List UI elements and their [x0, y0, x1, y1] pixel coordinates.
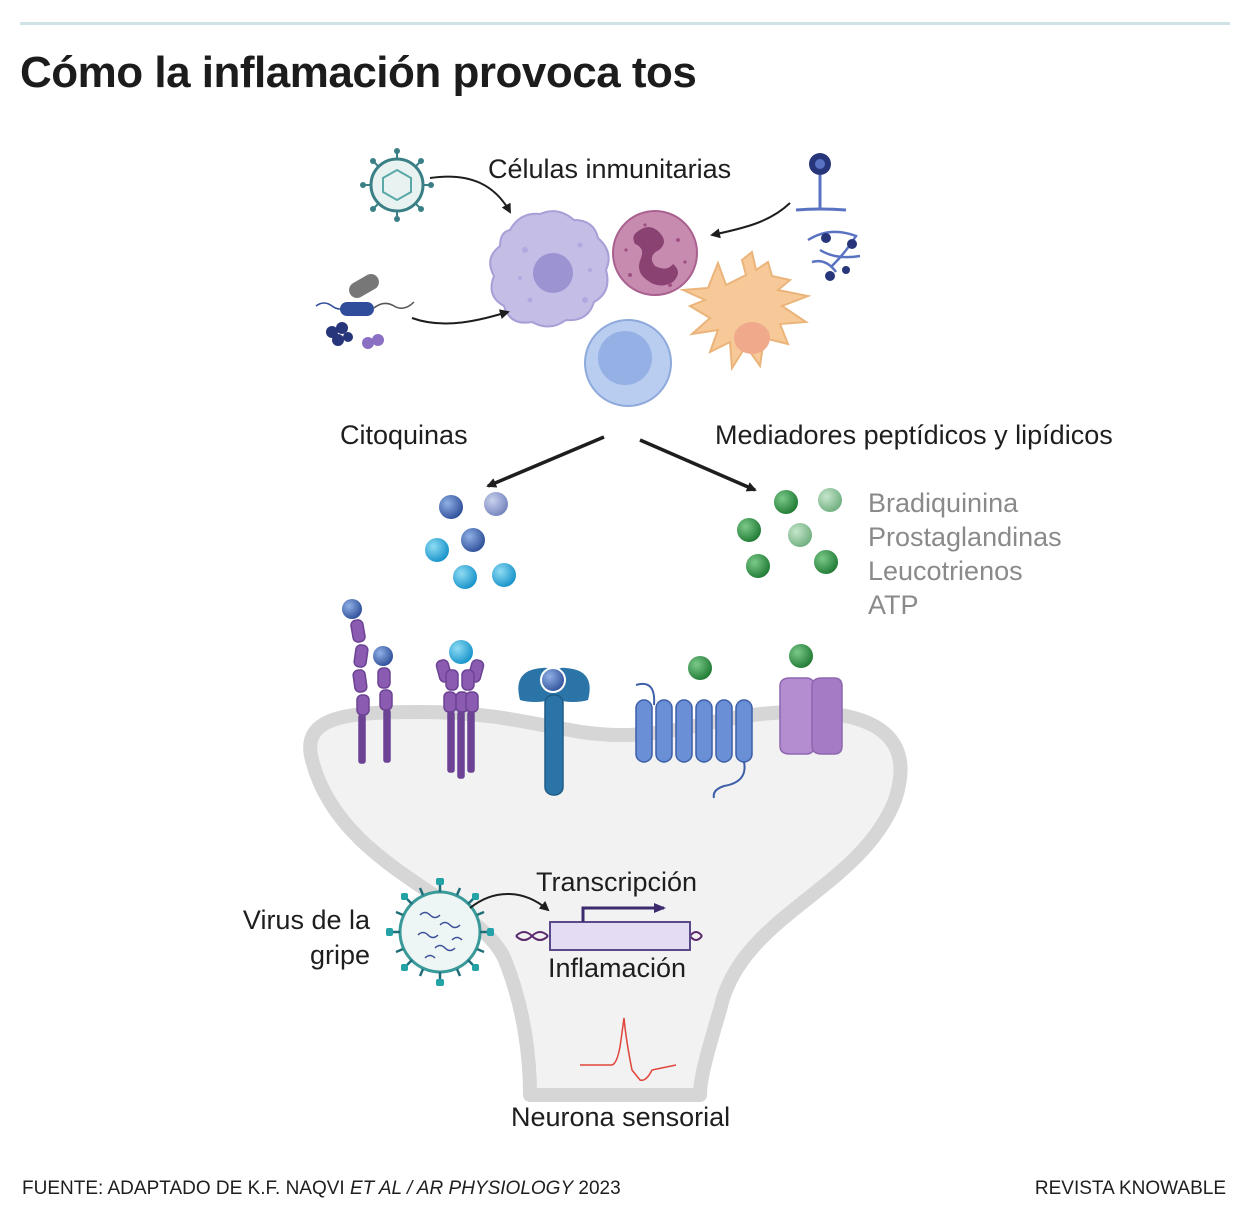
page-title: Cómo la inflamación provoca tos — [20, 48, 697, 97]
cytokines-label: Citoquinas — [340, 420, 468, 450]
source-italic: ET AL / AR PHYSIOLOGY — [349, 1178, 574, 1199]
sensory-neuron-body — [303, 705, 908, 1102]
neutrophil-cell — [612, 210, 698, 296]
cytokine-receptor-3-icon — [518, 667, 590, 796]
gene-transcription-icon — [515, 903, 703, 951]
mediator-item: Prostaglandinas — [868, 522, 1062, 552]
mediators-label: Mediadores peptídicos y lipídicos — [715, 420, 1113, 450]
cytokine-receptor-2-icon — [435, 640, 485, 779]
immune-cells-label: Células inmunitarias — [488, 154, 732, 184]
cytokine-receptor-1-icon — [342, 599, 393, 764]
source-credit: FUENTE: ADAPTADO DE K.F. NAQVI ET AL / A… — [22, 1178, 621, 1200]
lymphocyte-cell — [584, 319, 672, 407]
publisher-credit: REVISTA KNOWABLE — [1034, 1178, 1226, 1199]
mediator-item: Bradiquinina — [868, 488, 1019, 518]
inflammation-label: Inflamación — [548, 953, 687, 983]
macrophage-cell — [489, 210, 610, 328]
ion-channel-icon — [779, 644, 843, 755]
flu-virus-label-line1: Virus de la — [242, 905, 370, 935]
source-prefix: FUENTE: ADAPTADO DE K.F. NAQVI — [22, 1178, 350, 1199]
flu-virus-label-line2: gripe — [309, 940, 370, 970]
flu-virus-label: Virus de la gripe — [230, 903, 370, 973]
bacteria-icon — [315, 274, 415, 349]
cytokine-molecules — [425, 492, 516, 589]
gpcr-receptor-icon — [635, 656, 753, 799]
top-rule — [20, 22, 1230, 25]
action-potential-signal — [580, 1017, 677, 1082]
sensory-neuron-label: Neurona sensorial — [511, 1102, 731, 1132]
mediator-item: Leucotrienos — [868, 556, 1023, 586]
source-year: 2023 — [573, 1178, 621, 1199]
mediator-list: Bradiquinina Prostaglandinas Leucotrieno… — [868, 486, 1062, 622]
virus-particle-icon — [360, 148, 434, 222]
dendritic-cell — [679, 250, 812, 372]
fungus-icon — [795, 153, 861, 281]
mediator-item: ATP — [868, 590, 919, 620]
mediator-molecules — [737, 488, 842, 578]
transcription-label: Transcripción — [536, 867, 698, 897]
flu-virus-icon — [386, 878, 494, 986]
